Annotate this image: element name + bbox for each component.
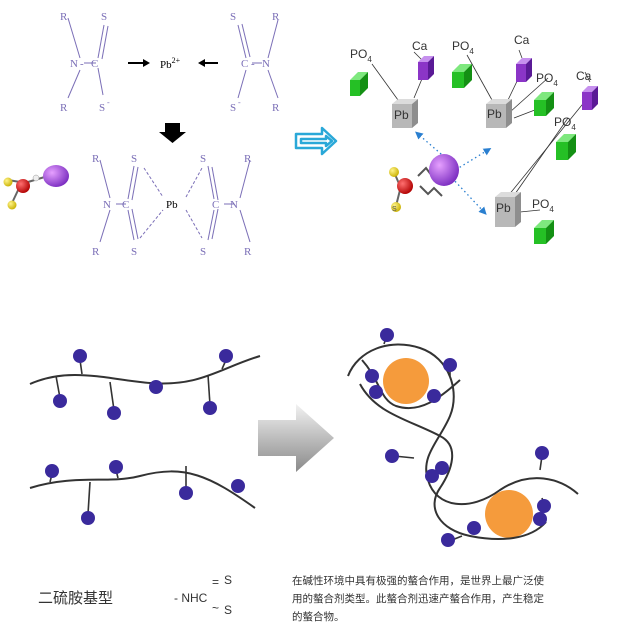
arrow-right-to-pb bbox=[128, 59, 150, 67]
po4-label-5: PO4 bbox=[532, 197, 554, 214]
complex-S-bl: S bbox=[131, 246, 137, 258]
polymer-chain-top bbox=[29, 355, 261, 385]
chelate-complex bbox=[99, 159, 251, 243]
small-molecule-left bbox=[3, 165, 69, 210]
left-ligand bbox=[67, 17, 109, 99]
right-C: C bbox=[241, 58, 248, 70]
ca-block-1 bbox=[418, 56, 434, 80]
arrow-left-to-pb bbox=[198, 59, 218, 67]
ca-block-2 bbox=[516, 58, 532, 82]
po4-label-2: PO4 bbox=[452, 39, 474, 56]
polymer-chains bbox=[29, 355, 261, 509]
po4-label-3: PO4 bbox=[536, 71, 558, 88]
description-line-1: 在碱性环境中具有极强的螯合作用，是世界上最广泛使 bbox=[292, 575, 544, 587]
right-S-top: S bbox=[230, 11, 236, 23]
down-arrow bbox=[159, 123, 186, 143]
ca-label-1: Ca bbox=[412, 39, 428, 53]
chelated-polymer bbox=[347, 328, 579, 547]
right-dash: - bbox=[251, 58, 255, 70]
po4-block-5 bbox=[534, 220, 554, 244]
formula-tilde: ~ bbox=[212, 601, 219, 615]
left-dash: - bbox=[80, 58, 84, 70]
formula-prefix: - NHC bbox=[174, 591, 208, 605]
metal-ion-bottom bbox=[485, 490, 533, 538]
left-R-top: R bbox=[60, 11, 68, 23]
hollow-arrow bbox=[294, 126, 338, 156]
pb-complex-diagram: Pb Pb Pb bbox=[350, 33, 598, 244]
ca-block-3 bbox=[582, 86, 598, 110]
left-N: N bbox=[70, 58, 78, 70]
complex-C-left: C bbox=[122, 199, 129, 211]
reaction-scheme: R S N - C R S - Pb2+ S R C - N S bbox=[60, 11, 280, 258]
formula-S-bottom: S bbox=[224, 603, 232, 617]
complex-N-left: N bbox=[103, 199, 111, 211]
po4-block-2 bbox=[452, 64, 472, 88]
right-N: N bbox=[262, 58, 270, 70]
pb-label-2: Pb bbox=[487, 107, 502, 121]
complex-Pb: Pb bbox=[166, 199, 178, 211]
pb-box-1 bbox=[392, 99, 418, 128]
pb-label-1: Pb bbox=[394, 108, 409, 122]
complex-N-right: N bbox=[230, 199, 238, 211]
po4-label-4: PO4 bbox=[554, 115, 576, 132]
po4-block-3 bbox=[534, 92, 554, 116]
complex-C-right: C bbox=[212, 199, 219, 211]
ca-label-2: Ca bbox=[514, 33, 530, 47]
ca-label-3: Ca bbox=[576, 69, 592, 83]
small-molecule-right: S bbox=[389, 154, 459, 213]
formula: - NHC = S ~ S bbox=[174, 573, 232, 617]
complex-S-tr: S bbox=[200, 153, 206, 165]
right-S-bottom: S bbox=[230, 102, 236, 114]
pb-ion: Pb2+ bbox=[160, 56, 181, 71]
pb-box-3 bbox=[495, 192, 521, 227]
right-R-bottom: R bbox=[272, 102, 280, 114]
pb-box-2 bbox=[486, 99, 512, 128]
complex-S-br: S bbox=[200, 246, 206, 258]
formula-S-top: S bbox=[224, 573, 232, 587]
right-R-top: R bbox=[272, 11, 280, 23]
complex-R-tr: R bbox=[244, 153, 252, 165]
right-S-minus: - bbox=[238, 98, 241, 107]
left-S-top: S bbox=[101, 11, 107, 23]
complex-R-tl: R bbox=[92, 153, 100, 165]
molecule-S-label: S bbox=[392, 206, 397, 213]
po4-block-1 bbox=[350, 72, 368, 96]
right-ligand bbox=[237, 19, 279, 99]
complex-R-bl: R bbox=[92, 246, 100, 258]
description-line-3: 的螯合物。 bbox=[292, 611, 345, 623]
left-R-bottom: R bbox=[60, 102, 68, 114]
left-S-minus: - bbox=[107, 98, 110, 107]
complex-R-br: R bbox=[244, 246, 252, 258]
chelator-type-label: 二硫胺基型 bbox=[38, 589, 114, 607]
pendant-groups-left bbox=[45, 349, 245, 525]
formula-eq: = bbox=[212, 575, 219, 589]
po4-label-1: PO4 bbox=[350, 47, 372, 64]
polymer-chain-bottom bbox=[29, 470, 256, 509]
metal-ion-top bbox=[383, 358, 429, 404]
po4-block-4 bbox=[556, 134, 576, 160]
left-C: C bbox=[91, 58, 98, 70]
left-S-bottom: S bbox=[99, 102, 105, 114]
complex-S-tl: S bbox=[131, 153, 137, 165]
process-arrow bbox=[258, 404, 334, 472]
description: 在碱性环境中具有极强的螯合作用，是世界上最广泛使 用的螯合剂类型。此螯合剂迅速产… bbox=[292, 572, 592, 626]
description-line-2: 用的螯合剂类型。此螯合剂迅速产螯合作用，产生稳定 bbox=[292, 593, 544, 605]
pb-label-3: Pb bbox=[496, 201, 511, 215]
